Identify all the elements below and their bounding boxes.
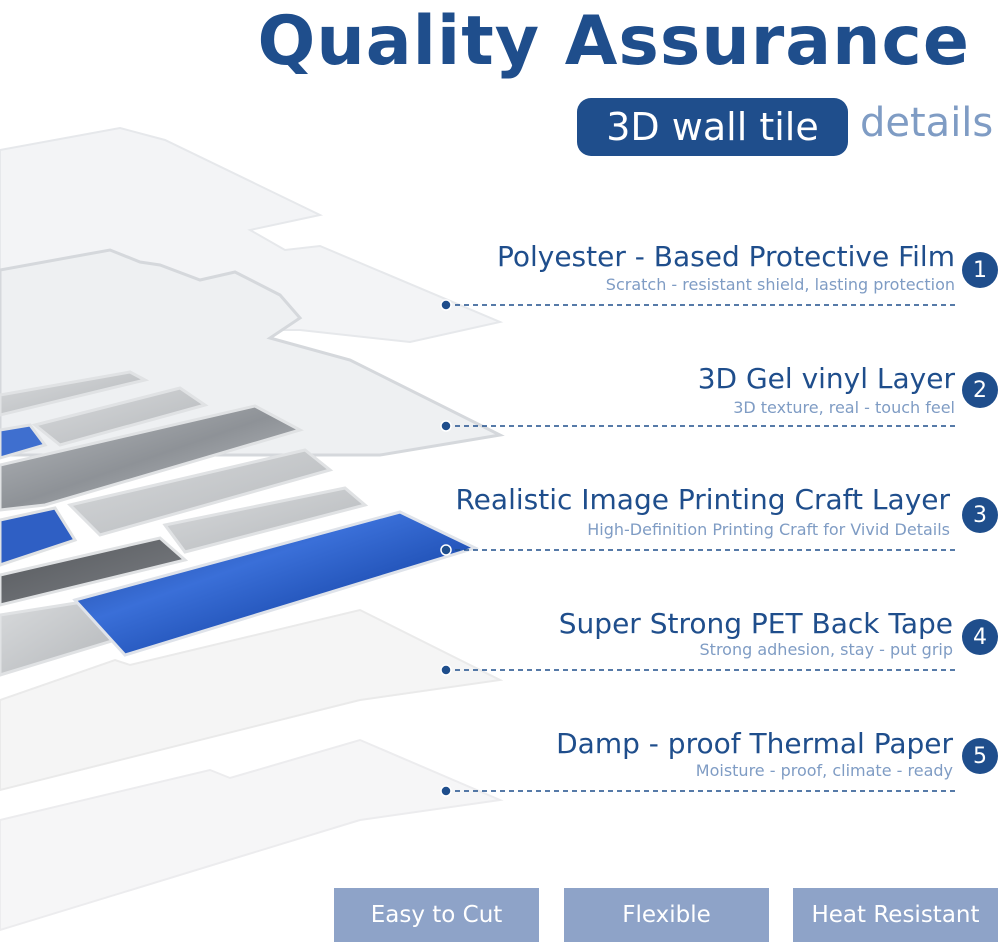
layer-1-number-badge: 1 [962, 252, 998, 288]
layer-1-description: Scratch - resistant shield, lasting prot… [605, 275, 955, 294]
layer-3-description: High-Definition Printing Craft for Vivid… [587, 520, 950, 539]
layer-4-title: Super Strong PET Back Tape [558, 607, 953, 640]
layer-3-number-badge: 3 [962, 497, 998, 533]
leader-lines [446, 304, 955, 792]
product-badge: 3D wall tile [577, 98, 848, 156]
layer-2-description: 3D texture, real - touch feel [733, 398, 955, 417]
leader-dot-2 [440, 420, 452, 432]
leader-dot-1 [440, 299, 452, 311]
layer-5-description: Moisture - proof, climate - ready [695, 761, 953, 780]
leader-dot-5 [440, 785, 452, 797]
layer-4-number-badge: 4 [962, 619, 998, 655]
feature-heat-resistant: Heat Resistant [793, 888, 998, 942]
leader-dot-3 [440, 544, 452, 556]
leader-dot-4 [440, 664, 452, 676]
layer-5-title: Damp - proof Thermal Paper [556, 727, 953, 760]
layer-4-tape [0, 608, 504, 792]
layer-3-title: Realistic Image Printing Craft Layer [455, 483, 950, 516]
layer-2-number-badge: 2 [962, 372, 998, 408]
layer-5-paper [0, 738, 504, 932]
subtitle-text: details [860, 100, 994, 146]
layer-3-print [0, 370, 480, 677]
layer-4-description: Strong adhesion, stay - put grip [699, 640, 953, 659]
page-title: Quality Assurance [257, 2, 970, 81]
layer-5-number-badge: 5 [962, 738, 998, 774]
leader-dots [440, 299, 452, 797]
layer-1-title: Polyester - Based Protective Film [496, 240, 955, 273]
feature-easy-to-cut: Easy to Cut [334, 888, 539, 942]
layer-2-title: 3D Gel vinyl Layer [697, 362, 955, 395]
feature-flexible: Flexible [564, 888, 769, 942]
